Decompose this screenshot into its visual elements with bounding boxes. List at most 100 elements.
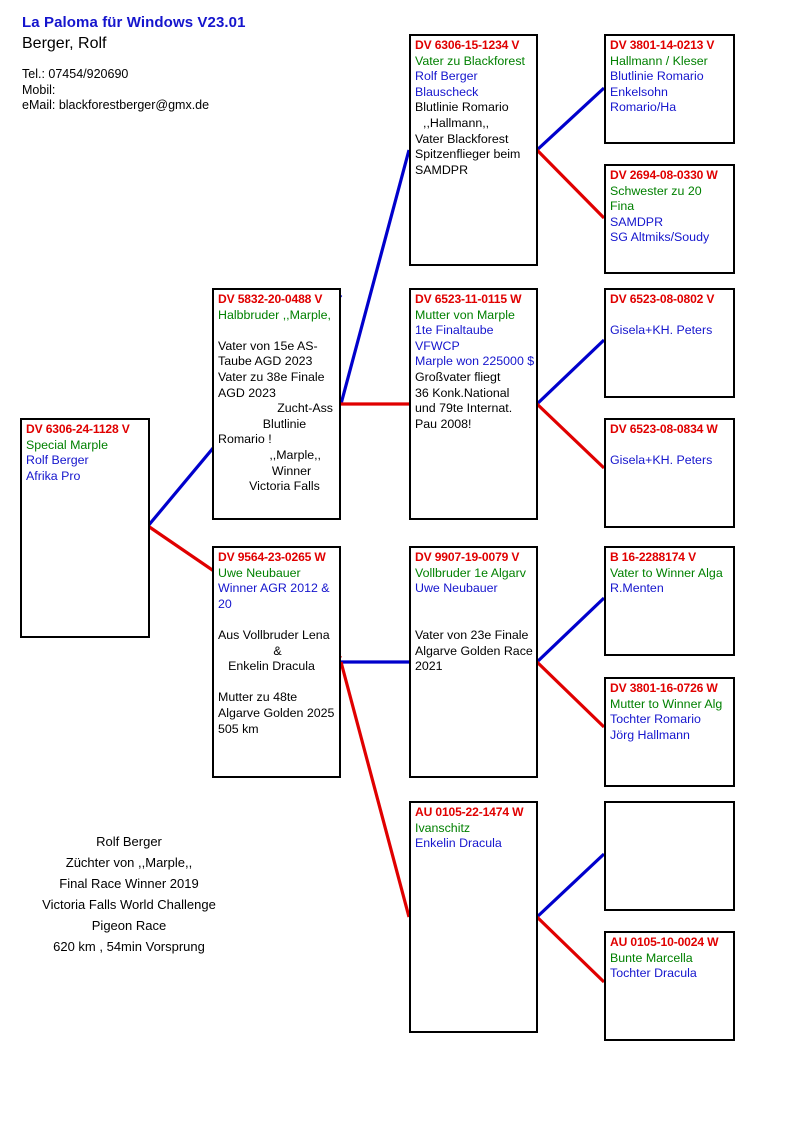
footer-line-5: Pigeon Race <box>91 918 167 933</box>
pedigree-box-gen3-3[interactable]: DV 9907-19-0079 V Vollbruder 1e Algarv U… <box>409 546 538 778</box>
gen3-2-name: Mutter von Marple <box>415 307 515 322</box>
gen4-8-owner: Tochter Dracula <box>610 966 697 981</box>
spacer-line <box>218 675 337 691</box>
gen4-2-name: Schwester zu 20 <box>610 183 702 198</box>
gen4-6-owner2: Jörg Hallmann <box>610 727 690 742</box>
breeder-name: Berger, Rolf <box>22 35 107 52</box>
footer-line-4: Victoria Falls World Challenge <box>42 897 216 912</box>
sire-note-10: Victoria Falls <box>249 479 320 494</box>
gen4-1-ring: DV 3801-14-0213 V <box>610 38 715 52</box>
pedigree-box-gen4-6[interactable]: DV 3801-16-0726 W Mutter to Winner Alg T… <box>604 677 735 787</box>
dam-name: Uwe Neubauer <box>218 565 301 580</box>
dam-note-1: Aus Vollbruder Lena <box>218 627 330 642</box>
spacer-line <box>610 438 731 454</box>
gen4-6-ring: DV 3801-16-0726 W <box>610 681 718 695</box>
gen3-2-owner: 1te Finaltaube <box>415 323 494 338</box>
gen3-3-ring: DV 9907-19-0079 V <box>415 550 520 564</box>
pedigree-box-gen3-1[interactable]: DV 6306-15-1234 V Vater zu Blackforest R… <box>409 34 538 266</box>
dam-note-3: Enkelin Dracula <box>228 659 315 674</box>
gen4-1-owner: Blutlinie Romario <box>610 69 704 84</box>
gen4-5-name: Vater to Winner Alga <box>610 565 723 580</box>
document-header: La Paloma für Windows V23.01 Berger, Rol… <box>22 14 246 114</box>
pedigree-box-gen4-7[interactable] <box>604 801 735 911</box>
pedigree-box-gen4-8[interactable]: AU 0105-10-0024 W Bunte Marcella Tochter… <box>604 931 735 1041</box>
footer-line-1: Rolf Berger <box>96 834 162 849</box>
subject-owner2: Afrika Pro <box>26 468 81 483</box>
pedigree-box-gen3-4[interactable]: AU 0105-22-1474 W Ivanschitz Enkelin Dra… <box>409 801 538 1033</box>
spacer-line <box>218 323 337 339</box>
pedigree-box-gen4-4[interactable]: DV 6523-08-0834 W Gisela+KH. Peters <box>604 418 735 528</box>
gen4-2-owner: SAMDPR <box>610 214 664 229</box>
gen4-2-name2: Fina <box>610 199 635 214</box>
dam-note-7: 505 km <box>218 721 259 736</box>
footer-achievements: Rolf Berger Züchter von ,,Marple,, Final… <box>14 831 244 957</box>
gen3-4-owner: Enkelin Dracula <box>415 836 502 851</box>
sire-note-5: Zucht-Ass <box>277 401 333 416</box>
gen3-2-owner2: VFWCP <box>415 338 460 353</box>
gen3-1-ring: DV 6306-15-1234 V <box>415 38 520 52</box>
gen4-4-ring: DV 6523-08-0834 W <box>610 422 718 436</box>
sire-note-9: Winner <box>271 463 312 478</box>
sire-name: Halbbruder ,,Marple, <box>218 307 331 322</box>
sire-note-2: Taube AGD 2023 <box>218 354 313 369</box>
gen4-3-ring: DV 6523-08-0802 V <box>610 292 715 306</box>
subject-ring: DV 6306-24-1128 V <box>26 422 130 436</box>
dam-note-5: Mutter zu 48te <box>218 690 298 705</box>
gen3-3-note-3: Algarve Golden Race <box>415 643 533 658</box>
spacer-line <box>610 308 731 324</box>
pedigree-box-sire[interactable]: DV 5832-20-0488 V Halbbruder ,,Marple, V… <box>212 288 341 520</box>
pedigree-box-gen4-2[interactable]: DV 2694-08-0330 W Schwester zu 20 Fina S… <box>604 164 735 274</box>
gen3-3-name: Vollbruder 1e Algarv <box>415 565 526 580</box>
gen3-2-note-4: Pau 2008! <box>415 416 472 431</box>
gen4-1-owner2: Enkelsohn <box>610 84 668 99</box>
gen3-1-name: Vater zu Blackforest <box>415 53 525 68</box>
gen4-2-owner2: SG Altmiks/Soudy <box>610 230 710 245</box>
footer-line-6: 620 km , 54min Vorsprung <box>53 939 205 954</box>
gen4-8-name: Bunte Marcella <box>610 950 693 965</box>
gen3-1-note-1: Blutlinie Romario <box>415 100 509 115</box>
gen3-1-owner: Rolf Berger <box>415 69 478 84</box>
subject-name: Special Marple <box>26 437 108 452</box>
dam-note-2: & <box>273 643 282 658</box>
dam-owner2: 20 <box>218 596 232 611</box>
gen4-1-name: Hallmann / Kleser <box>610 53 708 68</box>
pedigree-box-gen4-3[interactable]: DV 6523-08-0802 V Gisela+KH. Peters <box>604 288 735 398</box>
sire-note-1: Vater von 15e AS- <box>218 338 318 353</box>
gen3-1-note-4: Spitzenflieger beim <box>415 147 521 162</box>
gen3-2-owner3: Marple won 225000 $ <box>415 354 535 369</box>
sire-note-3: Vater zu 38e Finale <box>218 369 325 384</box>
gen4-8-ring: AU 0105-10-0024 W <box>610 935 719 949</box>
gen4-5-owner: R.Menten <box>610 581 664 596</box>
gen4-4-owner: Gisela+KH. Peters <box>610 453 713 468</box>
subject-owner: Rolf Berger <box>26 453 89 468</box>
gen3-4-name: Ivanschitz <box>415 820 471 835</box>
gen3-1-note-5: SAMDPR <box>415 162 469 177</box>
gen3-1-note-3: Vater Blackforest <box>415 131 509 146</box>
pedigree-box-gen3-2[interactable]: DV 6523-11-0115 W Mutter von Marple 1te … <box>409 288 538 520</box>
gen3-2-note-1: Großvater fliegt <box>415 369 501 384</box>
contact-tel: Tel.: 07454/920690 <box>22 67 129 81</box>
gen3-1-owner2: Blauscheck <box>415 84 479 99</box>
gen3-2-ring: DV 6523-11-0115 W <box>415 292 522 306</box>
pedigree-box-gen4-1[interactable]: DV 3801-14-0213 V Hallmann / Kleser Blut… <box>604 34 735 144</box>
app-title: La Paloma für Windows V23.01 <box>22 14 246 31</box>
sire-note-8: ,,Marple,, <box>269 447 321 462</box>
dam-ring: DV 9564-23-0265 W <box>218 550 326 564</box>
gen3-2-note-3: und 79te Internat. <box>415 401 513 416</box>
contact-block: Tel.: 07454/920690 Mobil: eMail: blackfo… <box>22 67 246 114</box>
sire-ring: DV 5832-20-0488 V <box>218 292 323 306</box>
spacer-line <box>415 612 534 628</box>
pedigree-box-subject[interactable]: DV 6306-24-1128 V Special Marple Rolf Be… <box>20 418 150 638</box>
spacer-line <box>218 612 337 628</box>
dam-owner: Winner AGR 2012 & <box>218 581 330 596</box>
dam-note-6: Algarve Golden 2025 <box>218 705 335 720</box>
contact-mobil: Mobil: <box>22 82 56 97</box>
sire-note-7: Romario ! <box>218 432 272 447</box>
pedigree-box-gen4-5[interactable]: B 16-2288174 V Vater to Winner Alga R.Me… <box>604 546 735 656</box>
gen4-5-ring: B 16-2288174 V <box>610 550 696 564</box>
footer-line-2: Züchter von ,,Marple,, <box>65 855 193 870</box>
gen4-6-name: Mutter to Winner Alg <box>610 696 723 711</box>
sire-note-6: Blutlinie <box>262 416 307 431</box>
gen3-3-note-4: 2021 <box>415 659 443 674</box>
pedigree-box-dam[interactable]: DV 9564-23-0265 W Uwe Neubauer Winner AG… <box>212 546 341 778</box>
